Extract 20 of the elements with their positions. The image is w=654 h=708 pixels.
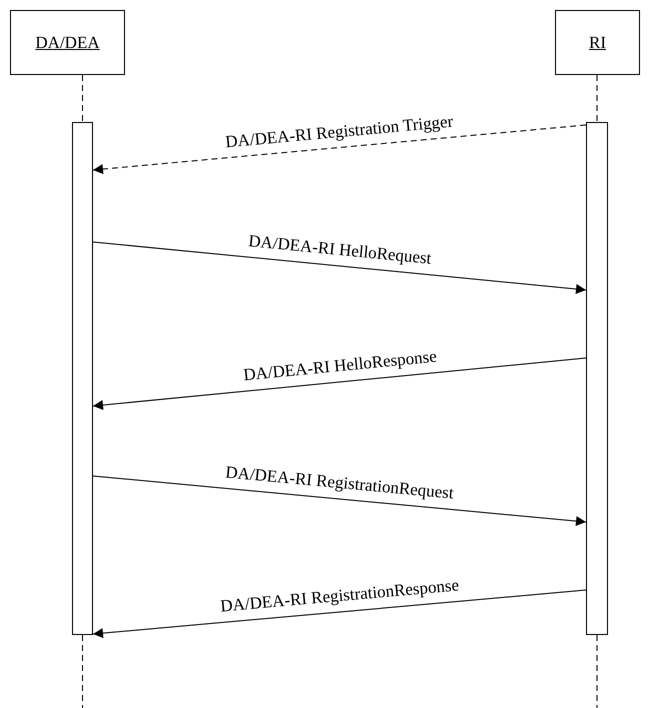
message-arrow [92, 358, 586, 410]
message-label: DA/DEA-RI HelloResponse [241, 346, 438, 386]
activation-bar [72, 122, 93, 635]
participant-name: RI [589, 32, 606, 52]
message-arrow [92, 476, 586, 526]
lifeline [82, 74, 83, 122]
message-arrow [92, 124, 586, 174]
message-arrow [92, 590, 586, 638]
message-label: DA/DEA-RI RegistrationRequest [224, 462, 456, 504]
message-label: DA/DEA-RI Registration Trigger [224, 110, 455, 152]
lifeline [596, 634, 598, 708]
message-label: DA/DEA-RI RegistrationResponse [218, 575, 461, 617]
participant-box [10, 10, 125, 75]
lifeline [596, 74, 598, 122]
participant-box [555, 10, 640, 75]
activation-bar [586, 122, 608, 635]
message-label: DA/DEA-RI HelloRequest [246, 230, 433, 270]
lifeline [82, 634, 83, 708]
participant-name: DA/DEA [35, 32, 100, 52]
message-arrow [92, 242, 586, 294]
